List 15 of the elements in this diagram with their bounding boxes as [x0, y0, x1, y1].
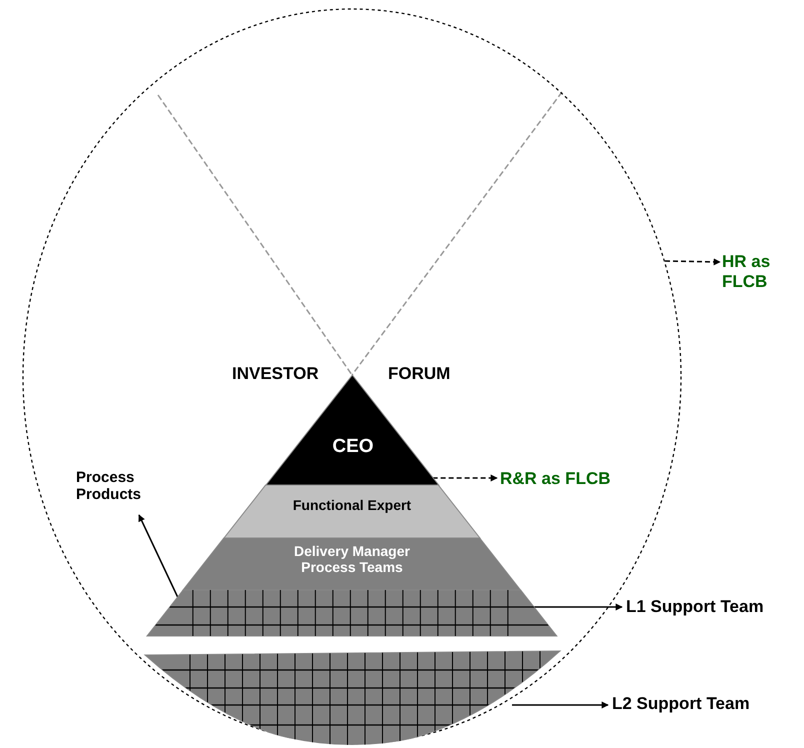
callout-label: L2 Support Team [612, 694, 751, 714]
arrow [664, 258, 721, 266]
arrow [512, 702, 609, 708]
arrow [432, 474, 498, 482]
callout-label: R&R as FLCB [500, 469, 612, 489]
tier-label: Functional Expert [292, 497, 412, 514]
tier-label: Delivery Manager Process Teams [293, 543, 411, 576]
arrow [534, 604, 623, 610]
arrow [138, 514, 179, 598]
heading-label: INVESTOR [232, 364, 319, 384]
callout-label: L1 Support Team [626, 597, 765, 617]
heading-label: FORUM [388, 364, 450, 384]
callout-label: HR as FLCB [722, 252, 772, 292]
callout-label: Process Products [76, 469, 142, 504]
tier-label: CEO [331, 436, 375, 458]
